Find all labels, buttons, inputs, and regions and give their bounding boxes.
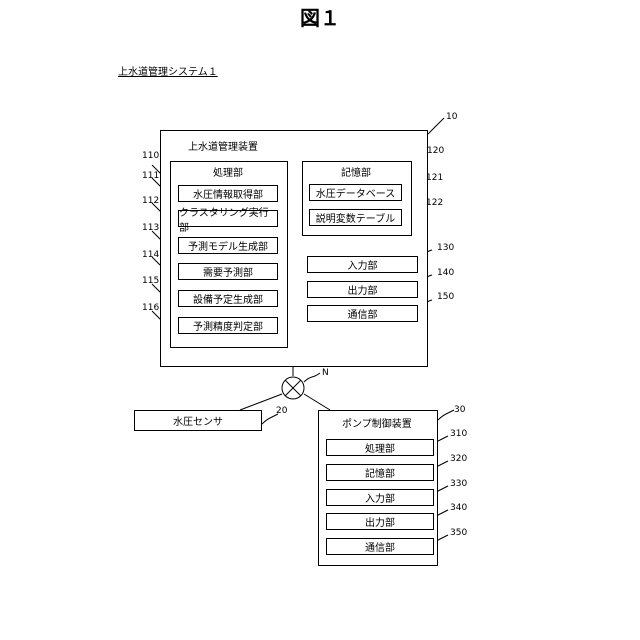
- input-unit: 入力部: [307, 256, 418, 273]
- pump-control-device-ref: 30: [454, 406, 465, 415]
- su-item-ref: 122: [426, 199, 443, 208]
- storage-unit-ref: 120: [427, 147, 444, 156]
- output-unit: 出力部: [307, 281, 418, 298]
- pu-item-ref: 116: [142, 304, 159, 313]
- pu-item-water-pressure-acquisition: 水圧情報取得部: [178, 185, 278, 202]
- system-label: 上水道管理システム１: [118, 68, 218, 78]
- management-device-title: 上水道管理装置: [188, 143, 258, 153]
- processing-unit-title: 処理部: [213, 169, 243, 179]
- pu-item-ref: 113: [142, 224, 159, 233]
- pu-item-equipment-schedule: 設備予定生成部: [178, 290, 278, 307]
- processing-unit-ref: 110: [142, 152, 159, 161]
- pump-item-ref: 340: [450, 504, 467, 513]
- sensor-ref: 20: [276, 407, 287, 416]
- management-device-ref: 10: [446, 113, 457, 122]
- pump-item-ref: 330: [450, 480, 467, 489]
- network-ref: N: [322, 369, 329, 378]
- pump-item-ref: 350: [450, 529, 467, 538]
- pu-item-ref: 112: [142, 197, 159, 206]
- communication-unit: 通信部: [307, 305, 418, 322]
- pump-item-input: 入力部: [326, 489, 434, 506]
- pump-item-communication: 通信部: [326, 538, 434, 555]
- pu-item-ref: 114: [142, 251, 159, 260]
- pu-item-ref: 111: [142, 172, 159, 181]
- pump-item-processing: 処理部: [326, 439, 434, 456]
- pump-item-storage: 記憶部: [326, 464, 434, 481]
- pump-item-output: 出力部: [326, 513, 434, 530]
- su-item-ref: 121: [426, 174, 443, 183]
- pu-item-demand-prediction: 需要予測部: [178, 263, 278, 280]
- su-item-water-pressure-db: 水圧データベース: [309, 184, 402, 201]
- io-unit-ref: 140: [437, 269, 454, 278]
- io-unit-ref: 150: [437, 293, 454, 302]
- pump-item-ref: 320: [450, 455, 467, 464]
- pu-item-model-generation: 予測モデル生成部: [178, 237, 278, 254]
- water-pressure-sensor: 水圧センサ: [134, 410, 262, 431]
- pump-item-ref: 310: [450, 430, 467, 439]
- su-item-variable-table: 説明変数テーブル: [309, 209, 402, 226]
- io-unit-ref: 130: [437, 244, 454, 253]
- storage-unit-title: 記憶部: [341, 169, 371, 179]
- pu-item-ref: 115: [142, 277, 159, 286]
- figure-title: 図１: [0, 8, 640, 28]
- pump-control-device-title: ポンプ制御装置: [342, 420, 412, 430]
- pu-item-clustering: クラスタリング実行部: [178, 210, 278, 227]
- pu-item-accuracy-judgment: 予測精度判定部: [178, 317, 278, 334]
